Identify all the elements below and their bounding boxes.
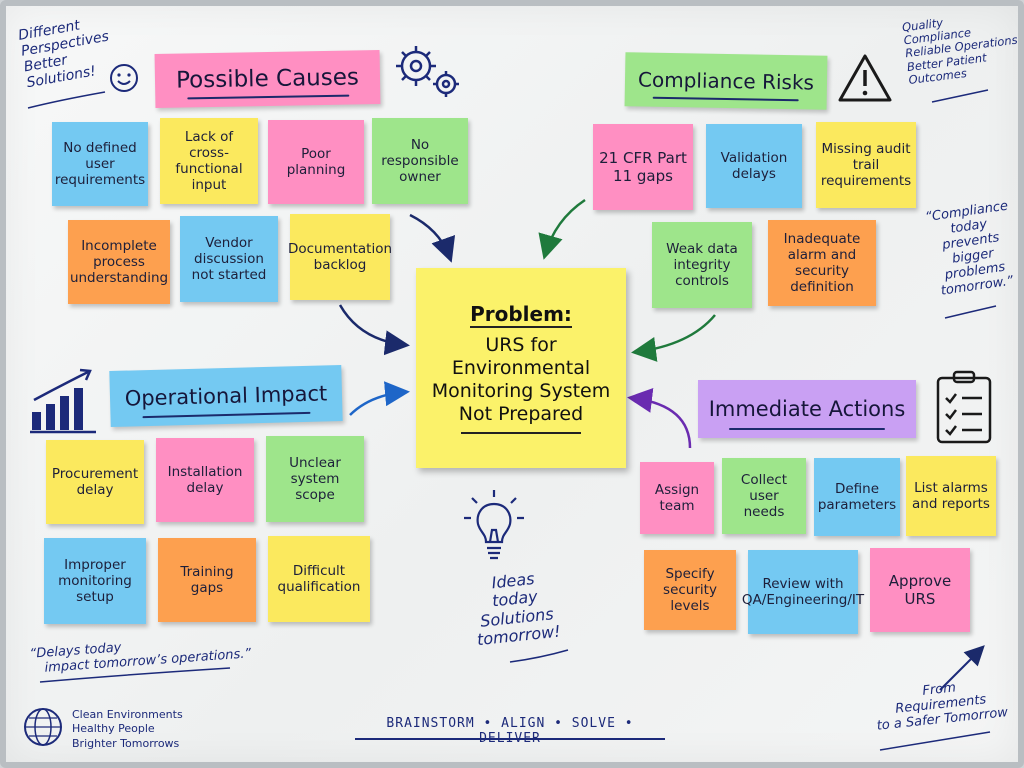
sticky-note: Specify security levels <box>644 550 736 630</box>
note-clean-environments: Clean Environments Healthy People Bright… <box>72 708 183 751</box>
note-text: Inadequate alarm and security definition <box>783 230 861 296</box>
problem-note: Problem: URS for Environmental Monitorin… <box>416 268 626 468</box>
problem-title: Problem: <box>470 302 572 329</box>
note-ideas-today: Ideas today Solutions tomorrow! <box>470 568 561 650</box>
globe-icon <box>24 708 62 746</box>
sticky-note: Documentation backlog <box>287 214 393 300</box>
footer-underline <box>355 738 665 740</box>
note-text: Review with QA/Engineering/IT <box>741 575 865 608</box>
gears-icon <box>396 46 459 97</box>
lightbulb-icon <box>464 490 524 560</box>
sticky-note: Collect user needs <box>722 458 806 534</box>
note-text: Difficult qualification <box>277 562 361 595</box>
quote-compliance-today: “Compliance today prevents bigger proble… <box>914 198 1024 301</box>
sticky-note: No responsible owner <box>372 118 468 204</box>
sticky-note: List alarms and reports <box>906 456 996 536</box>
note-text: Installation delay <box>167 463 243 496</box>
warning-icon <box>838 54 892 102</box>
sticky-note: Lack of cross-functional input <box>160 118 258 204</box>
sticky-note: Inadequate alarm and security definition <box>768 220 876 306</box>
sticky-note: Assign team <box>640 462 714 534</box>
header-compliance-risks: Compliance Risks <box>624 52 828 110</box>
text-line: Not Prepared <box>458 402 584 425</box>
note-text: Assign team <box>654 481 700 514</box>
note-text: Approve URS <box>888 572 952 608</box>
text-line: Monitoring System <box>431 380 611 402</box>
note-text: Improper monitoring setup <box>58 556 132 606</box>
sticky-note: Procurement delay <box>46 440 144 524</box>
sticky-note: Vendor discussion not started <box>180 216 278 302</box>
note-text: No defined user requirements <box>54 139 146 189</box>
sticky-note: Validation delays <box>706 124 802 208</box>
problem-statement: URS for Environmental Monitoring System … <box>432 334 611 425</box>
header-text: Possible Causes <box>175 64 360 94</box>
header-text: Immediate Actions <box>708 397 906 421</box>
text-line: Environmental <box>451 357 591 380</box>
note-text: Incomplete process understanding <box>69 237 169 287</box>
checklist-icon <box>936 370 992 444</box>
note-text: 21 CFR Part 11 gaps <box>599 149 687 185</box>
header-text: Operational Impact <box>124 381 328 411</box>
sticky-note: Review with QA/Engineering/IT <box>742 550 864 634</box>
sticky-note: No defined user requirements <box>52 122 148 206</box>
note-text: Missing audit trail requirements <box>820 140 912 190</box>
note-text: Collect user needs <box>740 471 788 521</box>
text-line: Brighter Tomorrows <box>72 736 180 750</box>
footer-slogan: BRAINSTORM • ALIGN • SOLVE • DELIVER <box>386 716 634 746</box>
note-text: Validation delays <box>720 149 788 182</box>
sticky-note: Improper monitoring setup <box>44 538 146 624</box>
sticky-note: Installation delay <box>156 438 254 522</box>
sticky-note: Define parameters <box>814 458 900 536</box>
note-text: Weak data integrity controls <box>666 240 738 290</box>
sticky-note: Poor planning <box>268 120 364 204</box>
note-text: Documentation backlog <box>287 240 393 273</box>
text-line: Healthy People <box>72 722 155 736</box>
note-text: No responsible owner <box>381 136 459 186</box>
header-immediate-actions: Immediate Actions <box>698 380 916 438</box>
note-text: Training gaps <box>180 563 234 596</box>
header-possible-causes: Possible Causes <box>154 50 381 108</box>
header-text: Compliance Risks <box>637 67 815 95</box>
text-line: Clean Environments <box>72 708 183 721</box>
note-text: Procurement delay <box>51 465 139 498</box>
sticky-note: Missing audit trail requirements <box>816 122 916 208</box>
note-quality-compliance: Quality Compliance Reliable Operations B… <box>901 7 1024 87</box>
smiley-icon <box>110 64 138 92</box>
bar-chart-icon <box>30 368 96 434</box>
sticky-note: Difficult qualification <box>268 536 370 622</box>
note-text: Define parameters <box>817 480 897 513</box>
sticky-note: Unclear system scope <box>266 436 364 522</box>
note-text: Specify security levels <box>663 565 717 615</box>
sticky-note: Incomplete process understanding <box>68 220 170 304</box>
sticky-note: Approve URS <box>870 548 970 632</box>
note-text: Vendor discussion not started <box>191 234 267 284</box>
note-text: Poor planning <box>286 145 346 178</box>
sticky-note: Weak data integrity controls <box>652 222 752 308</box>
note-text: Lack of cross-functional input <box>175 128 243 194</box>
sticky-note: 21 CFR Part 11 gaps <box>593 124 693 210</box>
note-text: List alarms and reports <box>912 479 990 512</box>
note-text: Unclear system scope <box>289 454 341 504</box>
text-line: URS for <box>485 334 557 357</box>
sticky-note: Training gaps <box>158 538 256 622</box>
header-operational-impact: Operational Impact <box>109 364 343 428</box>
